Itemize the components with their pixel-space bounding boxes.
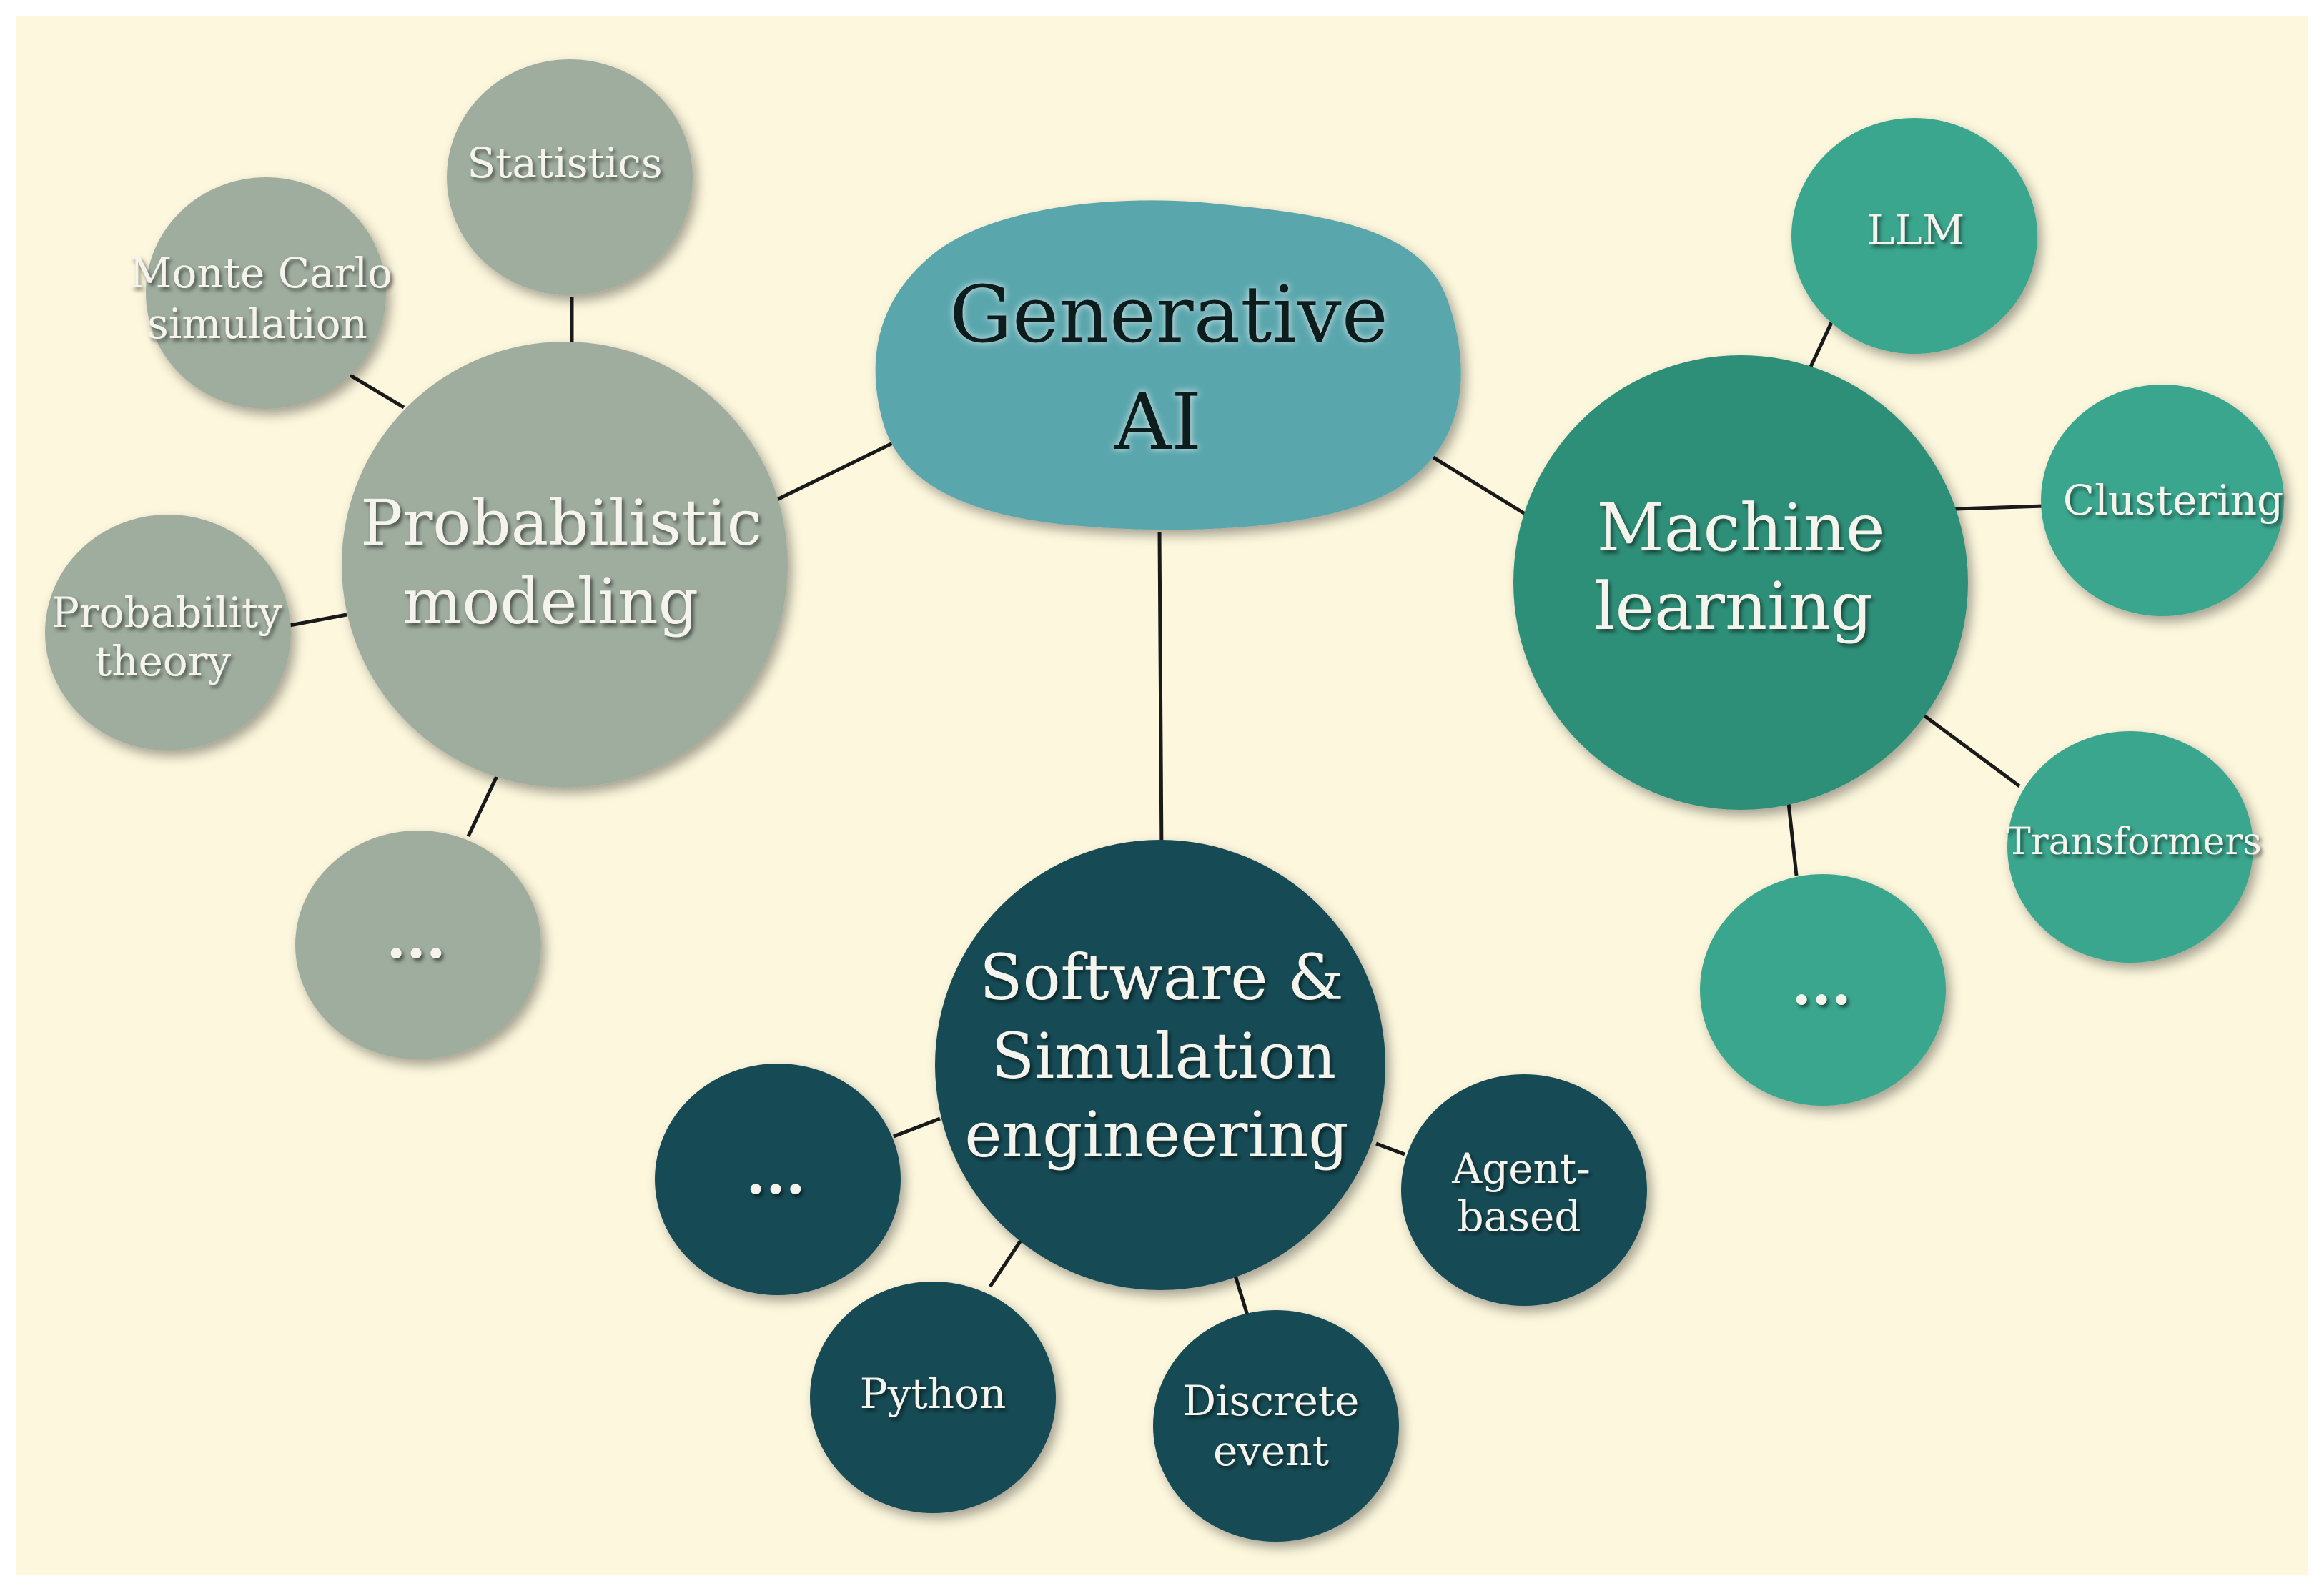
node-llm-label: LLM bbox=[1867, 206, 1964, 254]
node-generative-ai: Generative AI bbox=[875, 200, 1461, 530]
node-generative-ai-label-line1: Generative bbox=[949, 269, 1388, 360]
node-discrete-event-label-line1: Discrete bbox=[1183, 1377, 1360, 1425]
node-agent-based-label-line2: based bbox=[1458, 1192, 1581, 1241]
node-probabilistic-more: ... bbox=[295, 831, 541, 1059]
node-software-simulation-label-line2: Simulation bbox=[992, 1019, 1336, 1093]
node-python-shape bbox=[810, 1282, 1056, 1513]
node-python-label: Python bbox=[860, 1369, 1007, 1418]
node-clustering-label: Clustering bbox=[2063, 476, 2283, 525]
node-ml-more-label: ... bbox=[1791, 951, 1851, 1018]
node-probabilistic-modeling: Probabilistic modeling bbox=[342, 342, 788, 788]
node-probabilistic-modeling-label-line2: modeling bbox=[402, 565, 698, 638]
node-python: Python bbox=[810, 1282, 1056, 1513]
node-statistics-shape bbox=[447, 59, 693, 295]
node-ml-more: ... bbox=[1700, 874, 1946, 1106]
node-software-more-label: ... bbox=[746, 1140, 806, 1207]
node-software-simulation-shape bbox=[935, 840, 1385, 1290]
connector-ml-transformers bbox=[1922, 713, 2021, 788]
node-machine-learning-label-line2: learning bbox=[1594, 568, 1873, 645]
connector-software-python bbox=[988, 1231, 1028, 1288]
node-clustering: Clustering bbox=[2041, 385, 2284, 616]
node-probability-theory-shape bbox=[45, 515, 291, 750]
node-software-simulation-label-line1: Software & bbox=[979, 941, 1343, 1014]
node-clustering-shape bbox=[2041, 385, 2284, 616]
node-discrete-event: Discrete event bbox=[1153, 1310, 1399, 1542]
node-transformers-label: Transformers bbox=[2006, 821, 2262, 863]
node-monte-carlo-label-line2: simulation bbox=[147, 299, 367, 348]
node-software-more: ... bbox=[655, 1064, 901, 1295]
node-monte-carlo-label-line1: Monte Carlo bbox=[129, 249, 392, 297]
node-discrete-event-label-line2: event bbox=[1213, 1427, 1329, 1475]
node-software-simulation-label-line3: engineering bbox=[964, 1098, 1348, 1171]
node-machine-learning: Machine learning bbox=[1513, 355, 1968, 810]
node-agent-based: Agent- based bbox=[1401, 1074, 1647, 1306]
node-generative-ai-label-line2: AI bbox=[1114, 376, 1202, 467]
node-software-more-shape bbox=[655, 1064, 901, 1295]
probabilistic-cluster: Statistics Monte Carlo simulation Probab… bbox=[45, 59, 788, 1059]
connector-software-more bbox=[893, 1116, 941, 1139]
connector-center-machine-learning bbox=[1432, 455, 1528, 517]
node-probabilistic-more-shape bbox=[295, 831, 541, 1059]
node-llm: LLM bbox=[1791, 118, 2037, 354]
node-generative-ai-shape bbox=[875, 200, 1461, 530]
node-software-simulation: Software & Simulation engineering bbox=[935, 840, 1385, 1290]
node-llm-shape bbox=[1791, 118, 2037, 354]
node-probability-theory-label-line1: Probability bbox=[51, 588, 282, 637]
connector-probabilistic-monte-carlo bbox=[349, 373, 405, 410]
node-monte-carlo: Monte Carlo simulation bbox=[129, 177, 392, 409]
node-machine-learning-shape bbox=[1513, 355, 1968, 810]
node-probability-theory: Probability theory bbox=[45, 515, 291, 750]
connector-center-software bbox=[1157, 532, 1164, 858]
node-probabilistic-modeling-shape bbox=[342, 342, 788, 788]
node-monte-carlo-shape bbox=[146, 177, 386, 409]
node-transformers: Transformers bbox=[2006, 731, 2262, 963]
node-agent-based-shape bbox=[1401, 1074, 1647, 1306]
node-probabilistic-more-label: ... bbox=[386, 904, 446, 971]
node-machine-learning-label-line1: Machine bbox=[1597, 490, 1885, 566]
node-statistics-label: Statistics bbox=[467, 139, 662, 187]
node-discrete-event-shape bbox=[1153, 1310, 1399, 1542]
node-probabilistic-modeling-label-line1: Probabilistic bbox=[360, 486, 762, 560]
node-ml-more-shape bbox=[1700, 874, 1946, 1106]
connector-ml-clustering bbox=[1954, 504, 2045, 511]
connector-center-probabilistic bbox=[774, 435, 906, 502]
connector-software-agent bbox=[1375, 1141, 1405, 1156]
node-agent-based-label-line1: Agent- bbox=[1451, 1144, 1591, 1193]
node-transformers-shape bbox=[2007, 731, 2253, 963]
software-cluster: ... Python Discrete event Agent- based S… bbox=[655, 840, 1647, 1542]
node-statistics: Statistics bbox=[447, 59, 693, 295]
machine-learning-cluster: LLM Clustering Transformers ... Machine … bbox=[1513, 118, 2284, 1106]
node-probability-theory-label-line2: theory bbox=[95, 637, 232, 685]
connector-probabilistic-probability bbox=[289, 613, 347, 628]
